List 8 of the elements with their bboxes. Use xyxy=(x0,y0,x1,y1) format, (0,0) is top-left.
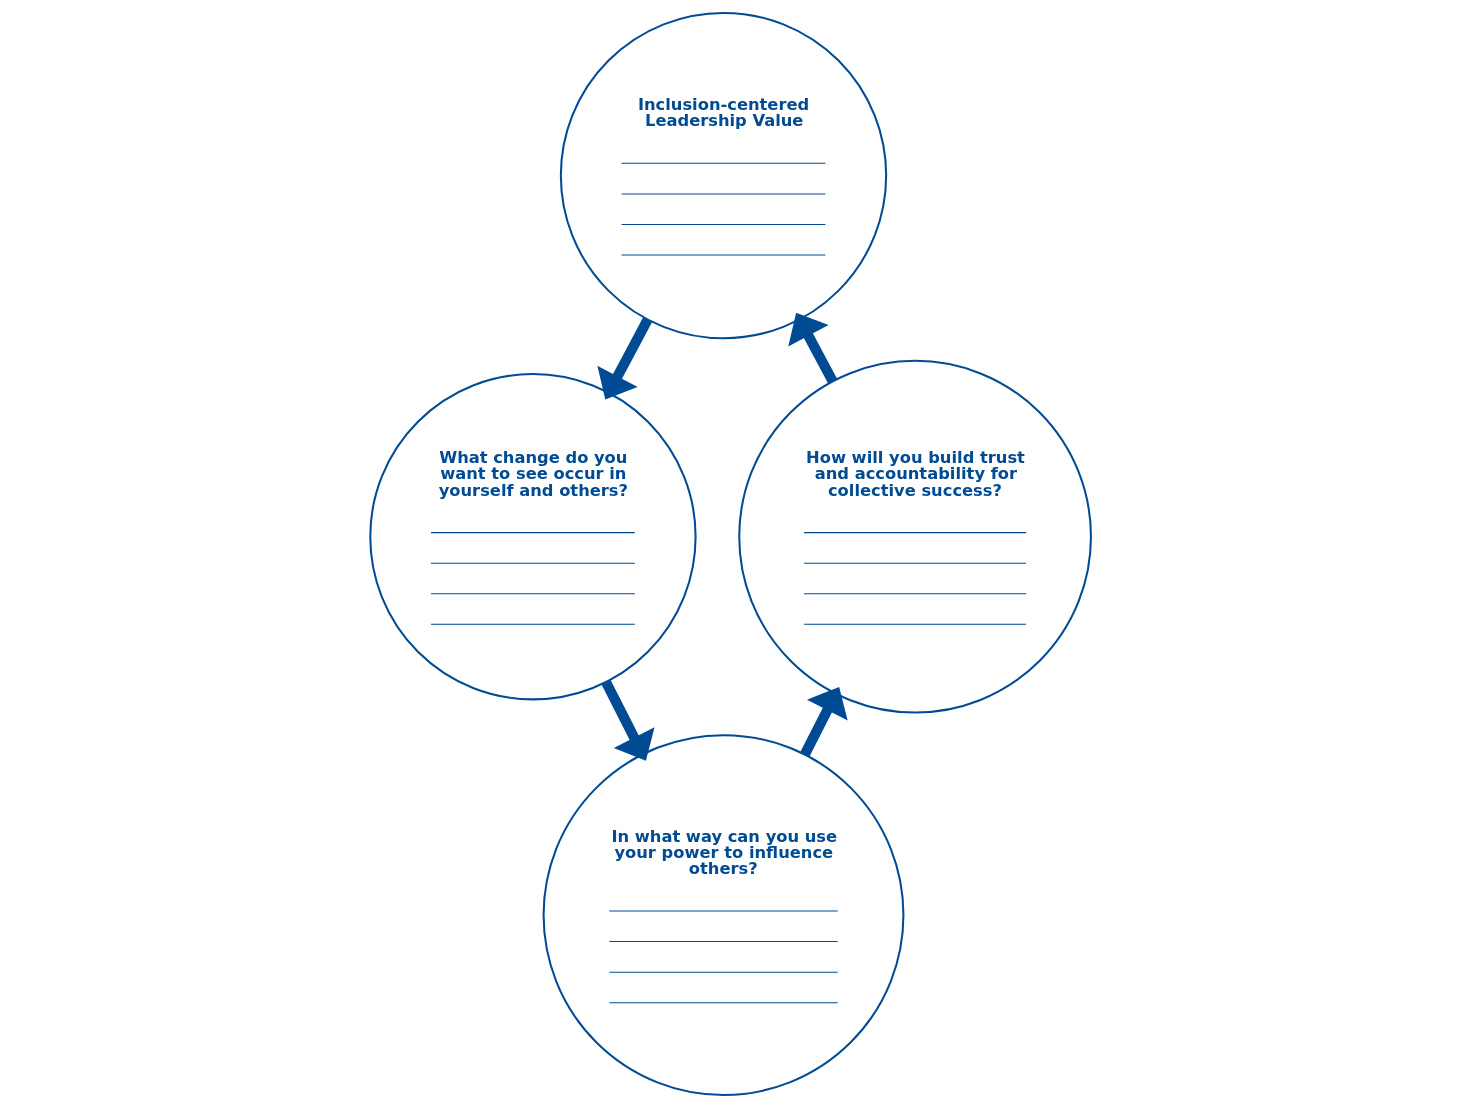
arrow xyxy=(596,317,652,400)
node-circle: Inclusion-centered Leadership Value xyxy=(559,11,887,340)
arrow xyxy=(601,680,654,761)
arrow xyxy=(799,686,848,757)
node-circle: In what way can you use your power to influence others? xyxy=(542,734,904,1097)
node-circle: How will you build trust and accountability for collective success? xyxy=(737,359,1092,714)
arrow xyxy=(787,312,837,384)
node-circle: What change do you want to see occur in yourself and others? xyxy=(368,373,697,701)
